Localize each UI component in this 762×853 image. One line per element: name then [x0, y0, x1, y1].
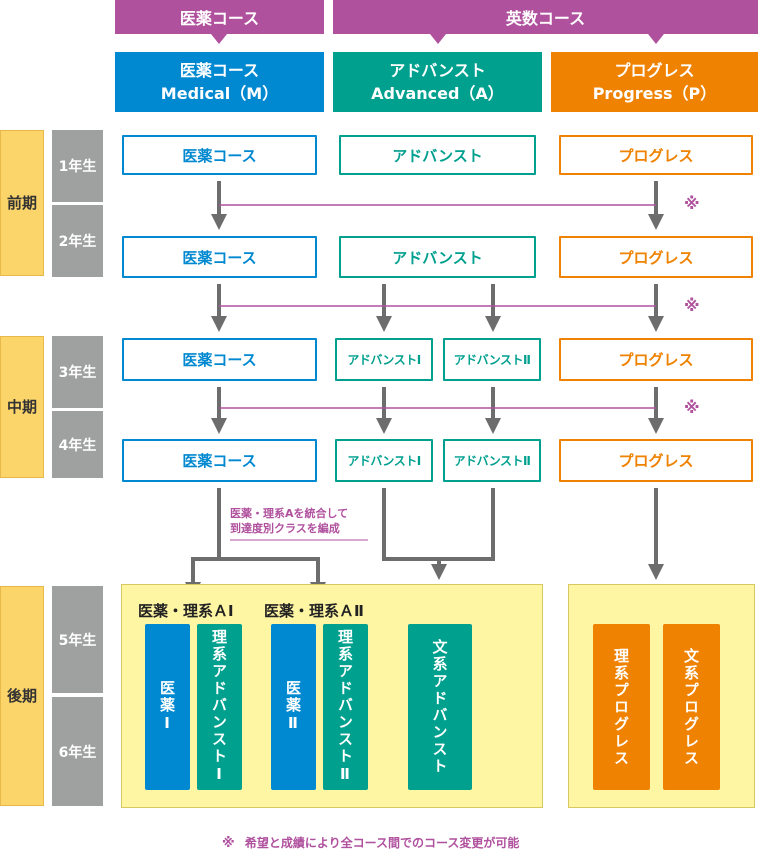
- year-label-6: 6年生: [52, 697, 103, 806]
- bar-humanities-progress: 文系プログレス: [663, 624, 720, 790]
- arrow-adv1-to-late: [382, 488, 447, 580]
- pointer-tri-progress: [648, 34, 664, 44]
- group1-title: 医薬・理系ＡⅠ: [138, 602, 234, 620]
- box-advanced1-y4: アドバンストⅠ: [335, 439, 433, 482]
- switch-mark-2: ※: [684, 296, 700, 315]
- phase-late: 後期: [0, 586, 44, 806]
- box-medical-y1: 医薬コース: [122, 135, 317, 175]
- box-medical-y2: 医薬コース: [122, 236, 317, 278]
- bar-medical-2: 医薬Ⅱ: [271, 624, 316, 790]
- arrow-medical-merge-2: [219, 557, 326, 598]
- footnote-text: 希望と成績により全コース間でのコース変更が可能: [244, 836, 520, 850]
- box-advanced2-y3: アドバンストⅡ: [443, 338, 541, 381]
- bar-science-progress: 理系プログレス: [593, 624, 650, 790]
- bar-science-advanced-2: 理系アドバンストⅡ: [323, 624, 368, 790]
- box-advanced-y1: アドバンスト: [339, 135, 536, 175]
- year-label-5: 5年生: [52, 586, 103, 693]
- pointer-tri-advanced: [430, 34, 446, 44]
- pointer-tri-medical: [211, 34, 227, 44]
- phase-middle: 中期: [0, 336, 44, 478]
- bar-medical-1: 医薬Ⅰ: [145, 624, 190, 790]
- year-label-3: 3年生: [52, 336, 103, 408]
- footnote: ※ 希望と成績により全コース間でのコース変更が可能: [222, 834, 519, 851]
- medical-group-label: 医薬コース: [115, 0, 324, 34]
- arrow-adv2-to-late: [439, 488, 495, 561]
- arrow-medical-merge: [185, 488, 221, 598]
- box-progress-y3: プログレス: [559, 338, 753, 381]
- year-label-2: 2年生: [52, 205, 103, 277]
- phase-early: 前期: [0, 130, 44, 276]
- box-advanced-y2: アドバンスト: [339, 236, 536, 278]
- footnote-mark: ※: [222, 836, 235, 851]
- year-label-4: 4年生: [52, 411, 103, 478]
- box-progress-y2: プログレス: [559, 236, 753, 278]
- merge-note: 医薬・理系Aを統合して 到達度別クラスを編成: [230, 507, 349, 535]
- box-advanced2-y4: アドバンストⅡ: [443, 439, 541, 482]
- switch-mark-3: ※: [684, 398, 700, 417]
- switch-mark-1: ※: [684, 194, 700, 213]
- box-medical-y4: 医薬コース: [122, 439, 317, 482]
- bar-humanities-advanced: 文系アドバンスト: [408, 624, 472, 790]
- box-progress-y1: プログレス: [559, 135, 753, 175]
- bar-science-advanced-1: 理系アドバンストⅠ: [197, 624, 242, 790]
- box-medical-y3: 医薬コース: [122, 338, 317, 381]
- year-label-1: 1年生: [52, 130, 103, 202]
- english-math-group-label: 英数コース: [333, 0, 758, 34]
- group2-title: 医薬・理系ＡⅡ: [264, 602, 364, 620]
- box-progress-y4: プログレス: [559, 439, 753, 482]
- box-advanced1-y3: アドバンストⅠ: [335, 338, 433, 381]
